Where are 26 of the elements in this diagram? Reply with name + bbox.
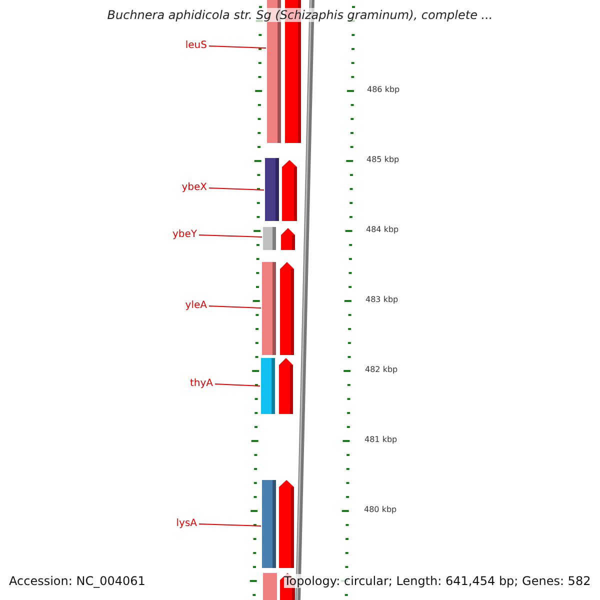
- leader-line: [208, 188, 264, 190]
- scale-label: 481 kbp: [364, 435, 398, 444]
- gene-label: lysA: [130, 518, 197, 530]
- scale-label: 480 kbp: [364, 505, 397, 514]
- gene-label: leuS: [130, 40, 207, 52]
- scale-label: 483 kbp: [366, 295, 398, 304]
- scale-label: 482 kbp: [365, 365, 398, 374]
- gene-bar: [261, 358, 275, 414]
- leader-line: [198, 234, 262, 238]
- leader-line: [214, 384, 260, 386]
- gene-bar: [262, 480, 276, 568]
- gene-label: yleA: [130, 300, 207, 312]
- leader-line: [208, 306, 262, 308]
- accession-text: Accession: NC_004061: [9, 574, 146, 588]
- gene-bar: [262, 262, 276, 355]
- scale-label: 484 kbp: [366, 225, 399, 234]
- scale-label: 485 kbp: [366, 155, 400, 164]
- leader-line: [208, 46, 266, 48]
- gene-label: ybeY: [130, 229, 197, 241]
- gene-bar: [263, 227, 276, 250]
- leader-line: [198, 524, 262, 526]
- scale-label: 486 kbp: [367, 85, 400, 94]
- gene-bar: [265, 158, 279, 221]
- genome-info-text: Topology: circular; Length: 641,454 bp; Genes: 582: [284, 574, 591, 588]
- gene-label: thyA: [130, 378, 213, 390]
- gene-label: ybeX: [130, 182, 207, 194]
